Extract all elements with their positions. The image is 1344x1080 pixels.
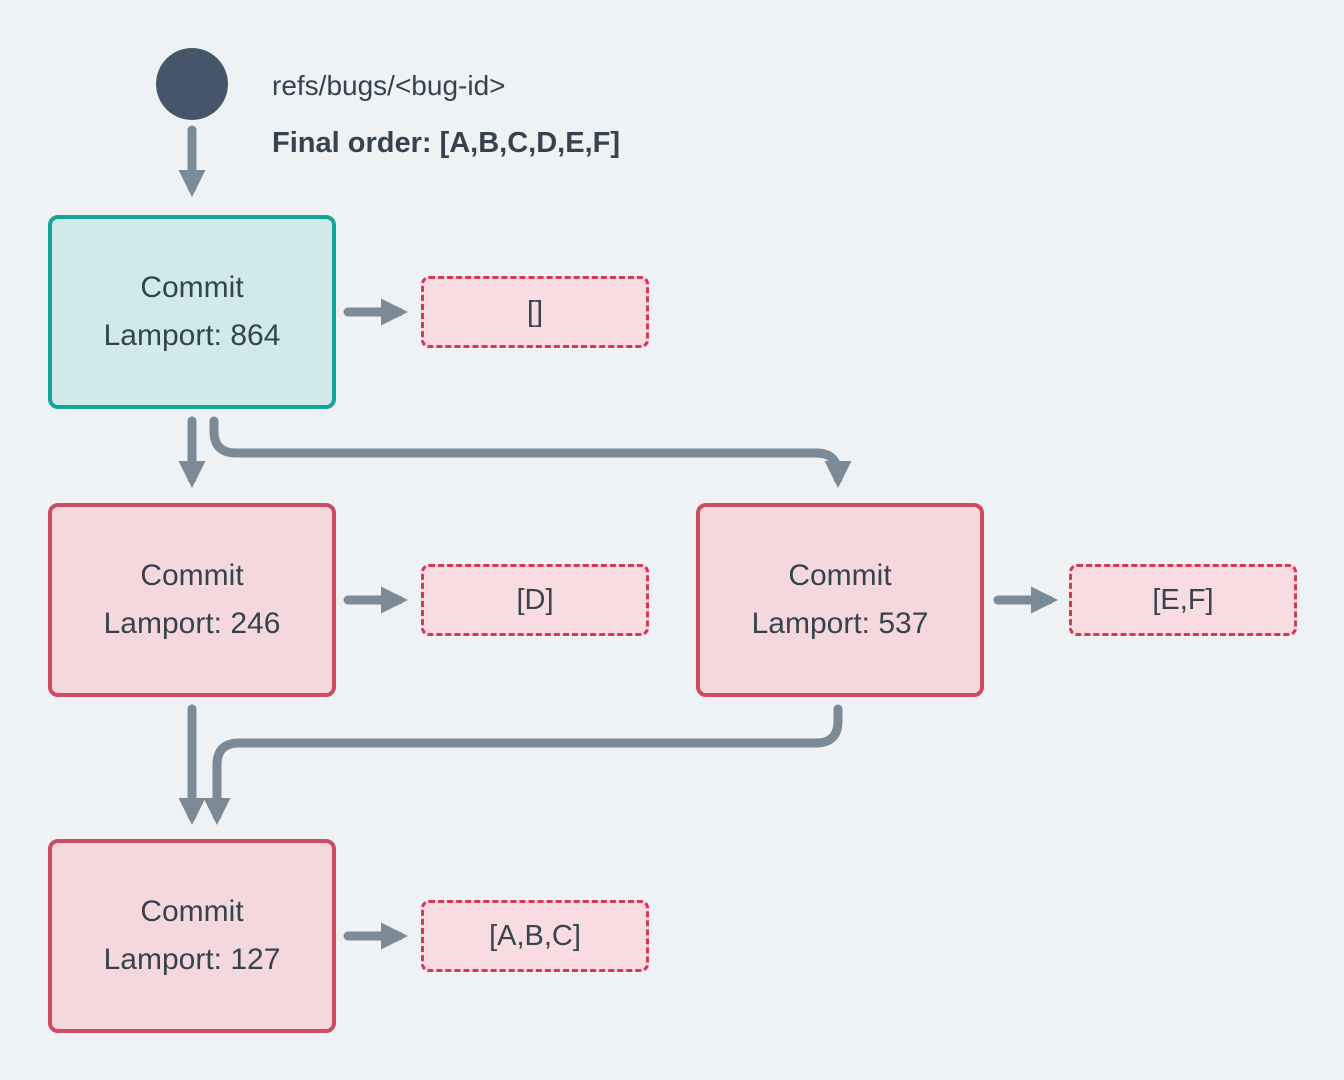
payload-value: [] bbox=[526, 295, 544, 328]
arrow-537-to-127 bbox=[203, 704, 843, 825]
commit-node-127: Commit Lamport: 127 bbox=[48, 839, 336, 1033]
payload-node-864: [] bbox=[421, 276, 649, 348]
commit-node-537: Commit Lamport: 537 bbox=[696, 503, 984, 697]
commit-lamport: Lamport: 537 bbox=[751, 607, 929, 640]
branch-ref-icon bbox=[156, 48, 228, 120]
payload-node-246: [D] bbox=[421, 564, 649, 636]
payload-value: [D] bbox=[516, 583, 554, 616]
commit-lamport: Lamport: 127 bbox=[103, 943, 281, 976]
commit-title: Commit bbox=[140, 559, 244, 592]
payload-value: [A,B,C] bbox=[489, 919, 581, 952]
commit-node-246: Commit Lamport: 246 bbox=[48, 503, 336, 697]
arrow-864-to-537 bbox=[209, 416, 852, 488]
commit-title: Commit bbox=[140, 895, 244, 928]
commit-lamport: Lamport: 864 bbox=[103, 319, 281, 352]
payload-value: [E,F] bbox=[1152, 583, 1214, 616]
branch-ref-label: refs/bugs/<bug-id> bbox=[272, 70, 506, 101]
payload-node-127: [A,B,C] bbox=[421, 900, 649, 972]
commit-title: Commit bbox=[140, 271, 244, 304]
commit-node-864: Commit Lamport: 864 bbox=[48, 215, 336, 409]
final-order-label: Final order: [A,B,C,D,E,F] bbox=[272, 127, 620, 159]
payload-node-537: [E,F] bbox=[1069, 564, 1297, 636]
commit-lamport: Lamport: 246 bbox=[103, 607, 281, 640]
commit-title: Commit bbox=[788, 559, 892, 592]
